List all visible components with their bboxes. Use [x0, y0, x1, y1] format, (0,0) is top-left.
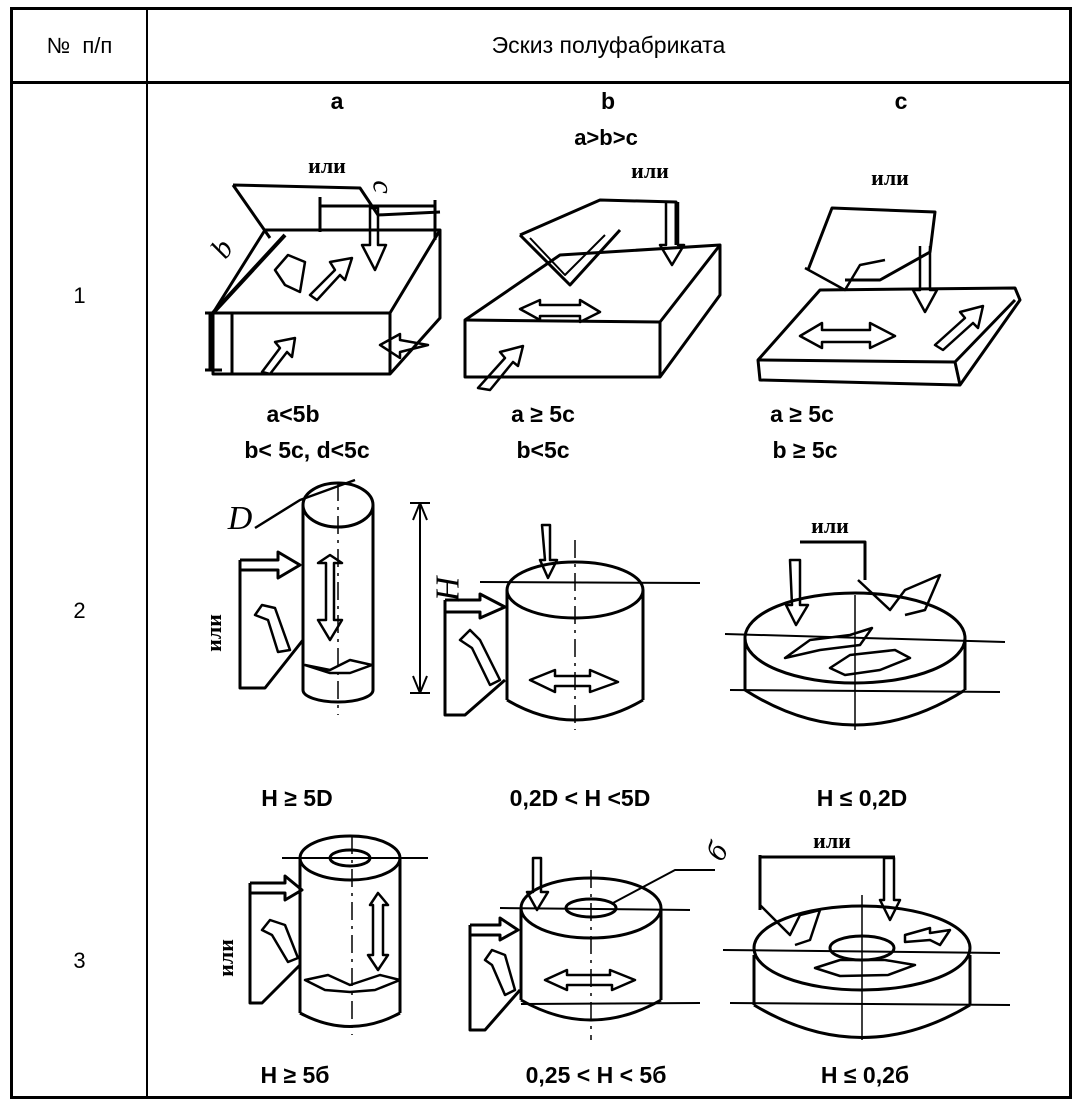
header-sketch-column: Эскиз полуфабриката: [491, 32, 726, 58]
semi-finished-product-table: № п/п Эскиз полуфабриката 1 2 3: [10, 7, 1072, 1099]
or-label: или: [631, 158, 669, 183]
condition-1b-line2: b<5c: [516, 437, 570, 463]
row-number-3: 3: [73, 948, 86, 973]
condition-3a: H ≥ 5б: [260, 1062, 330, 1088]
header-divider: [13, 81, 1069, 84]
column-note: a>b>c: [574, 125, 638, 150]
condition-3b: 0,25 < H < 5б: [525, 1062, 667, 1088]
row-number-1: 1: [73, 283, 86, 308]
or-label: или: [871, 165, 909, 190]
column-divider: [146, 10, 148, 1096]
condition-1b-line1: a ≥ 5c: [511, 401, 575, 427]
dimension-label-d: D: [227, 500, 253, 537]
column-label-a: a: [330, 88, 344, 114]
or-label: или: [308, 153, 346, 178]
column-label-b: b: [600, 88, 616, 114]
or-label: или: [811, 513, 849, 538]
condition-1a-line1: a<5b: [266, 401, 320, 427]
condition-2c: H ≤ 0,2D: [816, 785, 908, 811]
row-number-2: 2: [73, 598, 86, 623]
condition-3c: H ≤ 0,2б: [820, 1062, 910, 1088]
condition-2b: 0,2D < H <5D: [509, 785, 651, 811]
condition-1c-line2: b ≥ 5c: [772, 437, 838, 463]
condition-2a: H ≥ 5D: [261, 785, 333, 811]
or-label: или: [813, 828, 851, 853]
condition-1c-line1: a ≥ 5c: [770, 401, 834, 427]
condition-1a-line2: b< 5c, d<5c: [244, 437, 370, 463]
header-number-column: № п/п: [46, 32, 113, 58]
column-label-c: c: [894, 88, 908, 114]
